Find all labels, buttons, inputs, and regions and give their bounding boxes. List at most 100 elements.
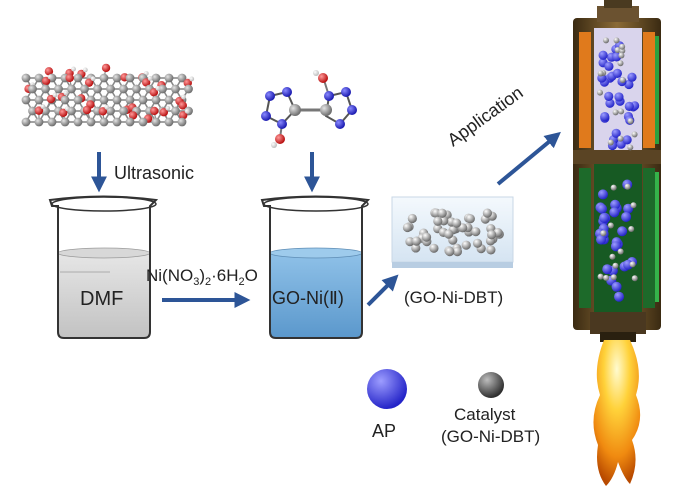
catalyst-bead <box>465 214 475 224</box>
ap-particle <box>604 91 614 101</box>
reagent-sub3: 2 <box>238 276 245 288</box>
hydrogen-atom <box>147 76 153 81</box>
catalyst-bead <box>402 222 413 233</box>
catalyst-particle <box>619 43 626 50</box>
carbon-atom <box>171 84 180 94</box>
ap-particle <box>611 128 621 138</box>
ultrasonic-label: Ultrasonic <box>114 163 195 183</box>
catalyst-bead <box>487 230 497 240</box>
catalyst-particle <box>619 77 626 84</box>
carbon-atom <box>125 95 135 105</box>
carbon-atom <box>177 117 187 127</box>
arrow-application <box>496 131 561 186</box>
hydrogen-atom <box>104 104 110 110</box>
carbon-atom <box>112 95 122 105</box>
carbon-atom <box>112 73 122 83</box>
oxygen-atom <box>179 111 188 120</box>
carbon-atom <box>73 95 83 105</box>
carbon-atom <box>164 73 174 83</box>
oxygen-atom <box>101 63 111 73</box>
carbon-atom <box>54 84 63 94</box>
catalyst-bead <box>482 208 493 218</box>
catalyst-bead <box>421 232 432 242</box>
reagent-mid: ) <box>199 266 206 285</box>
oxygen-atom <box>84 78 94 87</box>
oxygen-atom <box>44 67 54 76</box>
carbon-atom <box>73 73 83 83</box>
carbon-atom <box>67 84 76 94</box>
carbon-atom <box>177 73 187 83</box>
catalyst-particle <box>610 274 617 281</box>
carbon-atom <box>184 84 193 94</box>
carbon-atom <box>99 117 109 127</box>
catalyst-particle <box>603 37 610 44</box>
ap-legend-label: AP <box>372 421 397 441</box>
catalyst-particle <box>617 60 624 67</box>
hydrogen-atom <box>189 76 195 82</box>
hydrogen-atom <box>47 74 53 80</box>
ap-particle <box>622 135 632 145</box>
catalyst-particle <box>607 222 614 229</box>
catalyst-legend-label: Catalyst <box>454 405 516 424</box>
carbon-atom <box>99 73 109 83</box>
catalyst-particle <box>630 202 637 209</box>
arrow-gonii-to-product <box>366 274 399 307</box>
catalyst-particle <box>627 118 634 125</box>
go-ni-dbt-sheet-icon <box>391 196 514 268</box>
hydrogen-atom <box>71 66 76 72</box>
oxygen-atom <box>141 78 151 87</box>
catalyst-legend-sublabel: (GO-Ni-DBT) <box>441 427 541 446</box>
ap-particle <box>623 259 634 270</box>
hydrogen-atom <box>52 92 58 98</box>
carbon-atom <box>21 73 31 83</box>
carbon-atom <box>41 84 50 94</box>
hydrogen-atom <box>184 108 190 114</box>
catalyst-bead <box>411 243 421 253</box>
catalyst-bead <box>407 213 417 224</box>
ap-particle <box>597 203 608 214</box>
catalyst-particle <box>627 144 634 151</box>
carbon-atom <box>34 73 44 83</box>
ap-particle <box>617 226 628 237</box>
ap-particle <box>623 203 634 214</box>
catalyst-particle <box>597 89 604 96</box>
catalyst-bead <box>452 246 463 257</box>
carbon-atom <box>21 117 31 127</box>
oxygen-atom <box>98 107 108 116</box>
hydrogen-atom <box>40 104 46 110</box>
oxygen-atom <box>41 76 51 86</box>
carbon-atom <box>125 117 135 127</box>
catalyst-bead <box>472 238 483 248</box>
carbon-atom <box>34 117 44 127</box>
catalyst-bead <box>411 236 422 246</box>
hydrogen-atom <box>63 90 69 96</box>
graphene-oxide-molecule-icon <box>21 63 195 127</box>
ap-particle <box>610 241 621 252</box>
oxygen-atom <box>159 108 169 117</box>
carbon-atom <box>106 84 115 94</box>
carbon-atom <box>28 106 37 116</box>
carbon-atom <box>34 95 44 105</box>
carbon-atom <box>21 95 31 105</box>
ap-particle <box>604 61 614 71</box>
ap-particle <box>602 264 613 275</box>
catalyst-bead <box>433 216 443 226</box>
oxygen-atom <box>65 73 74 83</box>
catalyst-particle <box>618 108 625 115</box>
carbon-atom <box>112 117 122 127</box>
catalyst-bead <box>471 227 481 237</box>
ap-particle <box>614 291 625 302</box>
catalyst-bead <box>461 240 471 250</box>
ap-particle <box>600 111 610 122</box>
dmf-label: DMF <box>80 288 124 310</box>
carbon-atom <box>151 117 161 127</box>
oxygen-atom <box>82 105 92 115</box>
ap-particle <box>627 72 637 82</box>
oxygen-atom <box>178 101 187 110</box>
carbon-atom <box>47 117 57 127</box>
hydrogen-atom <box>165 105 171 111</box>
carbon-atom <box>125 73 135 83</box>
ap-particle <box>609 207 620 218</box>
catalyst-particle <box>628 226 635 233</box>
